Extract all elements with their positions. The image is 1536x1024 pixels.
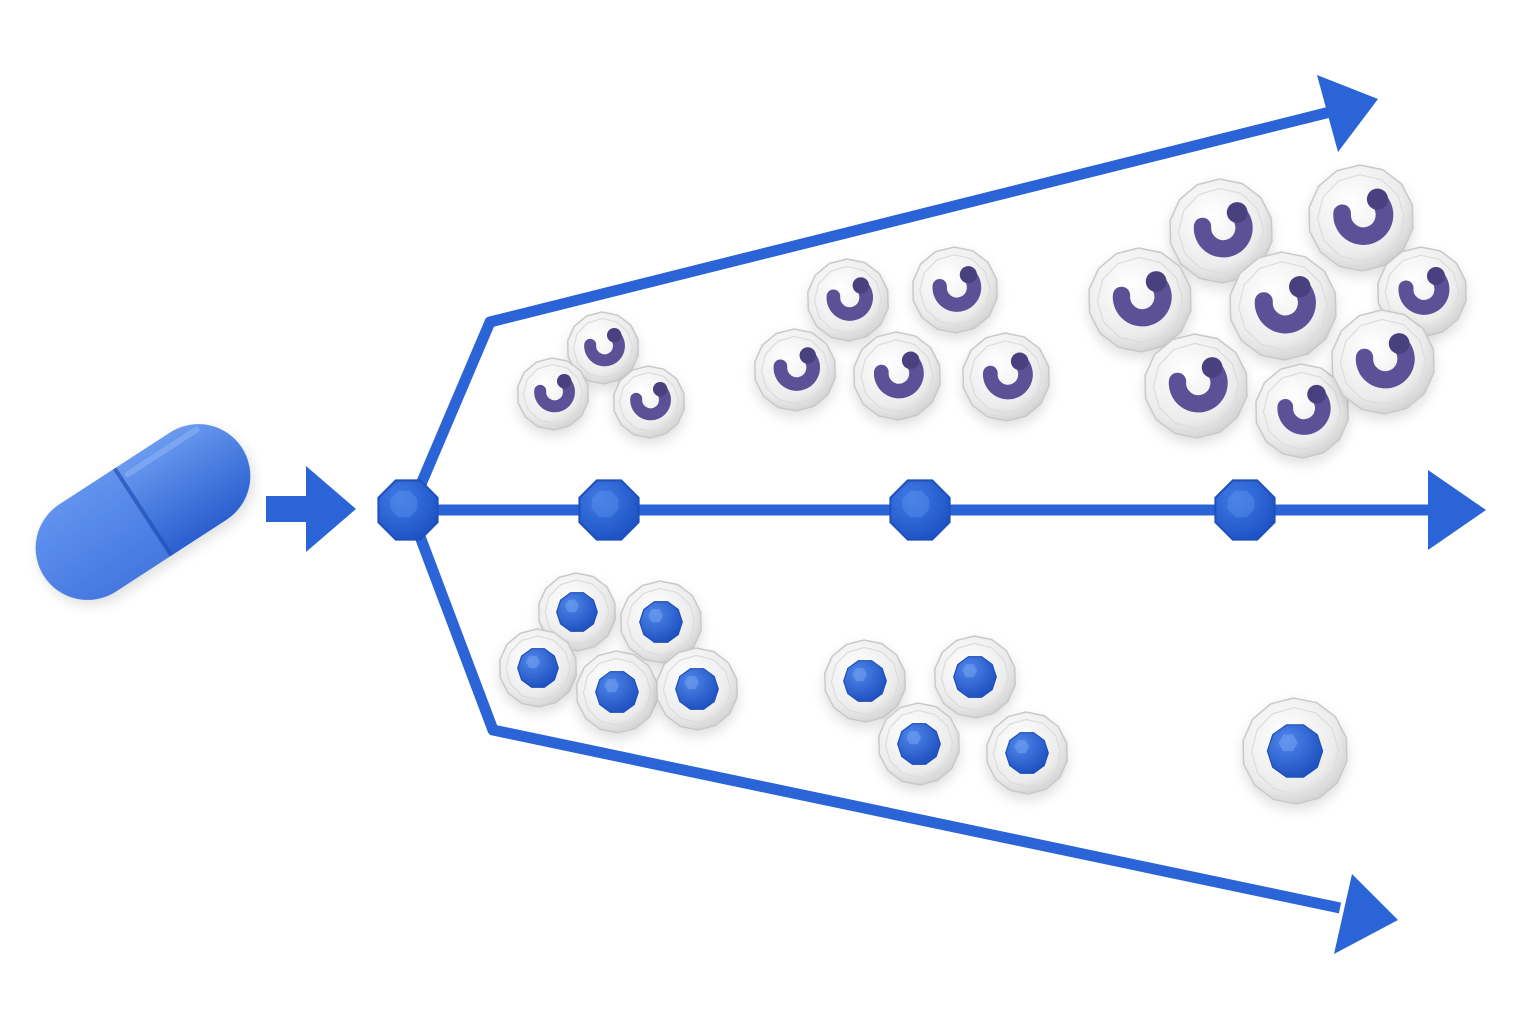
- nucleus: [595, 671, 639, 713]
- nucleus: [517, 648, 559, 688]
- upper-branch-line: [404, 106, 1332, 513]
- nucleus: [1355, 334, 1415, 389]
- segmented-nucleus-cell-icon: [912, 246, 998, 334]
- segmented-nucleus-cell-icon: [807, 258, 889, 342]
- lower-branch-line: [404, 508, 1342, 914]
- round-nucleus-cell-icon: [499, 628, 577, 708]
- nucleus: [534, 375, 575, 413]
- lower-branch-cells: [499, 572, 1348, 805]
- nucleus: [1398, 268, 1450, 315]
- hub-node-icon: [377, 479, 439, 541]
- segmented-nucleus-cell-icon: [1255, 363, 1349, 459]
- segmented-nucleus-cell-icon: [516, 357, 590, 431]
- upper-branch-cells: [516, 164, 1467, 459]
- round-nucleus-cell-icon: [934, 635, 1016, 719]
- segmented-nucleus-cell-icon: [1229, 251, 1337, 361]
- nucleus: [1112, 272, 1172, 327]
- round-nucleus-cell-icon: [1242, 697, 1348, 805]
- nucleus: [639, 601, 683, 643]
- upper-arrowhead-icon: [1317, 75, 1378, 152]
- nucleus: [983, 354, 1033, 400]
- segmented-nucleus-cell-icon: [1088, 247, 1192, 353]
- nucleus: [675, 668, 719, 710]
- nucleus: [1266, 724, 1324, 778]
- middle-arrowhead-icon: [1428, 470, 1486, 550]
- nucleus: [584, 329, 625, 367]
- nucleus: [843, 660, 887, 702]
- segmented-nucleus-cell-icon: [754, 328, 836, 412]
- nucleus: [1005, 732, 1049, 774]
- round-nucleus-cell-icon: [824, 639, 906, 723]
- nucleus: [773, 348, 820, 391]
- nucleus: [630, 383, 671, 421]
- nucleus: [1254, 277, 1316, 334]
- segmented-nucleus-cell-icon: [1308, 164, 1414, 272]
- nucleus: [1277, 386, 1331, 435]
- segmented-nucleus-cell-icon: [612, 365, 686, 439]
- nucleus: [932, 267, 982, 312]
- round-nucleus-cell-icon: [986, 711, 1068, 795]
- round-nucleus-cell-icon: [656, 647, 738, 731]
- segmented-nucleus-cell-icon: [1331, 309, 1435, 415]
- middle-branch-nodes: [377, 479, 1276, 541]
- arrow-right-icon: [266, 466, 356, 552]
- segmented-nucleus-cell-icon: [1144, 333, 1248, 439]
- hexagon-node-icon: [578, 479, 640, 541]
- segmented-nucleus-cell-icon: [962, 332, 1050, 422]
- round-nucleus-cell-icon: [620, 580, 702, 664]
- hexagon-node-icon: [1214, 479, 1276, 541]
- segmented-nucleus-cell-icon: [853, 331, 941, 421]
- capsule-icon: [35, 424, 251, 600]
- round-nucleus-cell-icon: [538, 572, 616, 652]
- round-nucleus-cell-icon: [576, 650, 658, 734]
- nucleus: [1193, 203, 1253, 258]
- hexagon-node-icon: [889, 479, 951, 541]
- nucleus: [1168, 358, 1228, 413]
- nucleus: [1333, 190, 1394, 245]
- nucleus: [953, 656, 997, 698]
- segmented-nucleus-cell-icon: [566, 311, 640, 385]
- nucleus: [874, 353, 924, 399]
- nucleus: [826, 278, 873, 321]
- segmented-nucleus-cell-icon: [1169, 178, 1273, 284]
- nucleus: [556, 592, 598, 632]
- round-nucleus-cell-icon: [878, 702, 960, 786]
- nucleus: [897, 723, 941, 765]
- lower-arrowhead-icon: [1334, 874, 1398, 954]
